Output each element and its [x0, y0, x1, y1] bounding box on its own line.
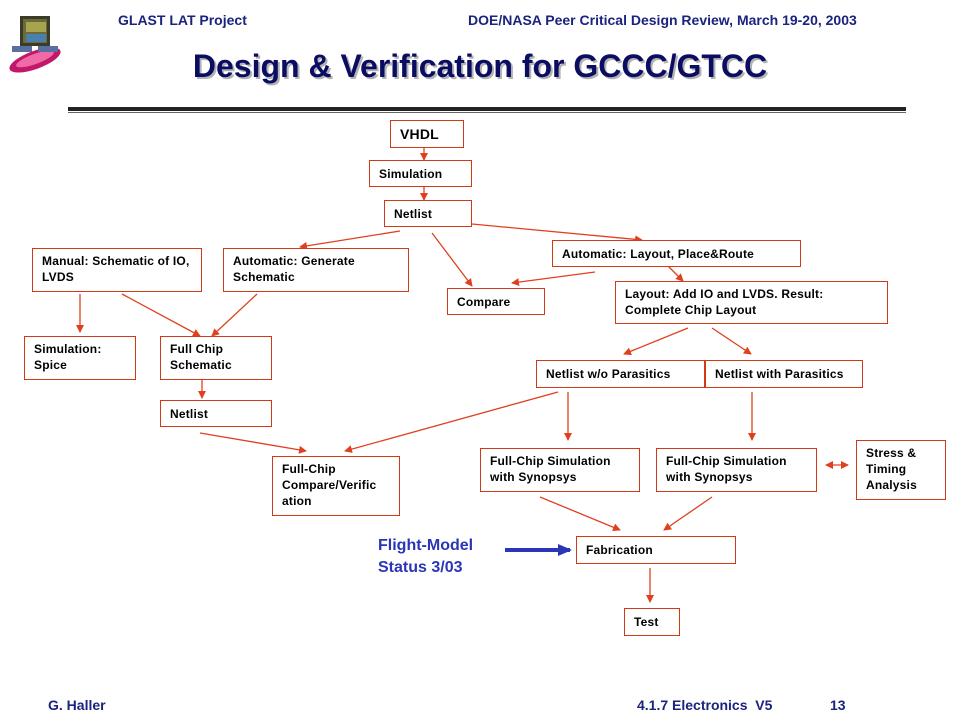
footer-author: G. Haller	[48, 697, 106, 713]
header-project: GLAST LAT Project	[118, 12, 247, 28]
box-fabrication: Fabrication	[576, 536, 736, 564]
box-test: Test	[624, 608, 680, 636]
arrow-autolayout-layoutadd	[667, 265, 684, 282]
arrow-netlist-autogen	[299, 230, 401, 250]
box-full-chip-compare: Full-Chip Compare/Verific ation	[272, 456, 400, 516]
box-netlist-top: Netlist	[384, 200, 472, 227]
box-netlist-with-parasitics: Netlist with Parasitics	[705, 360, 863, 388]
flight-model-status-line2: Status 3/03	[378, 559, 463, 576]
box-simulation-spice: Simulation: Spice	[24, 336, 136, 380]
glast-satellite-logo-icon	[9, 16, 61, 73]
page-title: Design & Verification for GCCC/GTCC	[192, 48, 768, 84]
arrow-netlist-compare	[431, 232, 473, 287]
arrow-manual-fullchip	[121, 293, 201, 337]
box-compare: Compare	[447, 288, 545, 315]
arrow-autogen-fullchip	[211, 293, 258, 337]
box-auto-layout: Automatic: Layout, Place&Route	[552, 240, 801, 267]
arrow-layoutadd-netlistwo	[623, 327, 689, 356]
box-stress-timing: Stress & Timing Analysis	[856, 440, 946, 500]
footer-section: 4.1.7 Electronics V5	[637, 697, 773, 713]
arrow-netlist-compare-left	[199, 432, 307, 454]
box-vhdl: VHDL	[390, 120, 464, 148]
box-simulation: Simulation	[369, 160, 472, 187]
box-fcs-synopsys-1: Full-Chip Simulation with Synopsys	[480, 448, 640, 492]
arrow-layoutadd-netlistwith	[711, 327, 752, 355]
box-layout-add: Layout: Add IO and LVDS. Result: Complet…	[615, 281, 888, 324]
arrow-autolayout-compare	[511, 271, 596, 287]
arrow-synopsys2-fab	[663, 496, 713, 531]
box-manual-schematic: Manual: Schematic of IO, LVDS	[32, 248, 202, 292]
arrow-netlistwo-compare	[344, 391, 559, 453]
header-review: DOE/NASA Peer Critical Design Review, Ma…	[468, 12, 857, 28]
box-full-chip-schematic: Full Chip Schematic	[160, 336, 272, 380]
title-rule	[68, 107, 906, 111]
box-netlist-wo-parasitics: Netlist w/o Parasitics	[536, 360, 705, 388]
box-fcs-synopsys-2: Full-Chip Simulation with Synopsys	[656, 448, 817, 492]
arrow-netlist-autolayout	[471, 223, 643, 244]
flight-model-status: Flight-Model Status 3/03	[378, 535, 473, 579]
arrow-synopsys1-fab	[539, 496, 621, 532]
box-auto-generate: Automatic: Generate Schematic	[223, 248, 409, 292]
flight-model-status-line1: Flight-Model	[378, 537, 474, 554]
box-netlist-left: Netlist	[160, 400, 272, 427]
title-rule-thin	[68, 112, 906, 113]
footer-page-number: 13	[830, 697, 846, 713]
